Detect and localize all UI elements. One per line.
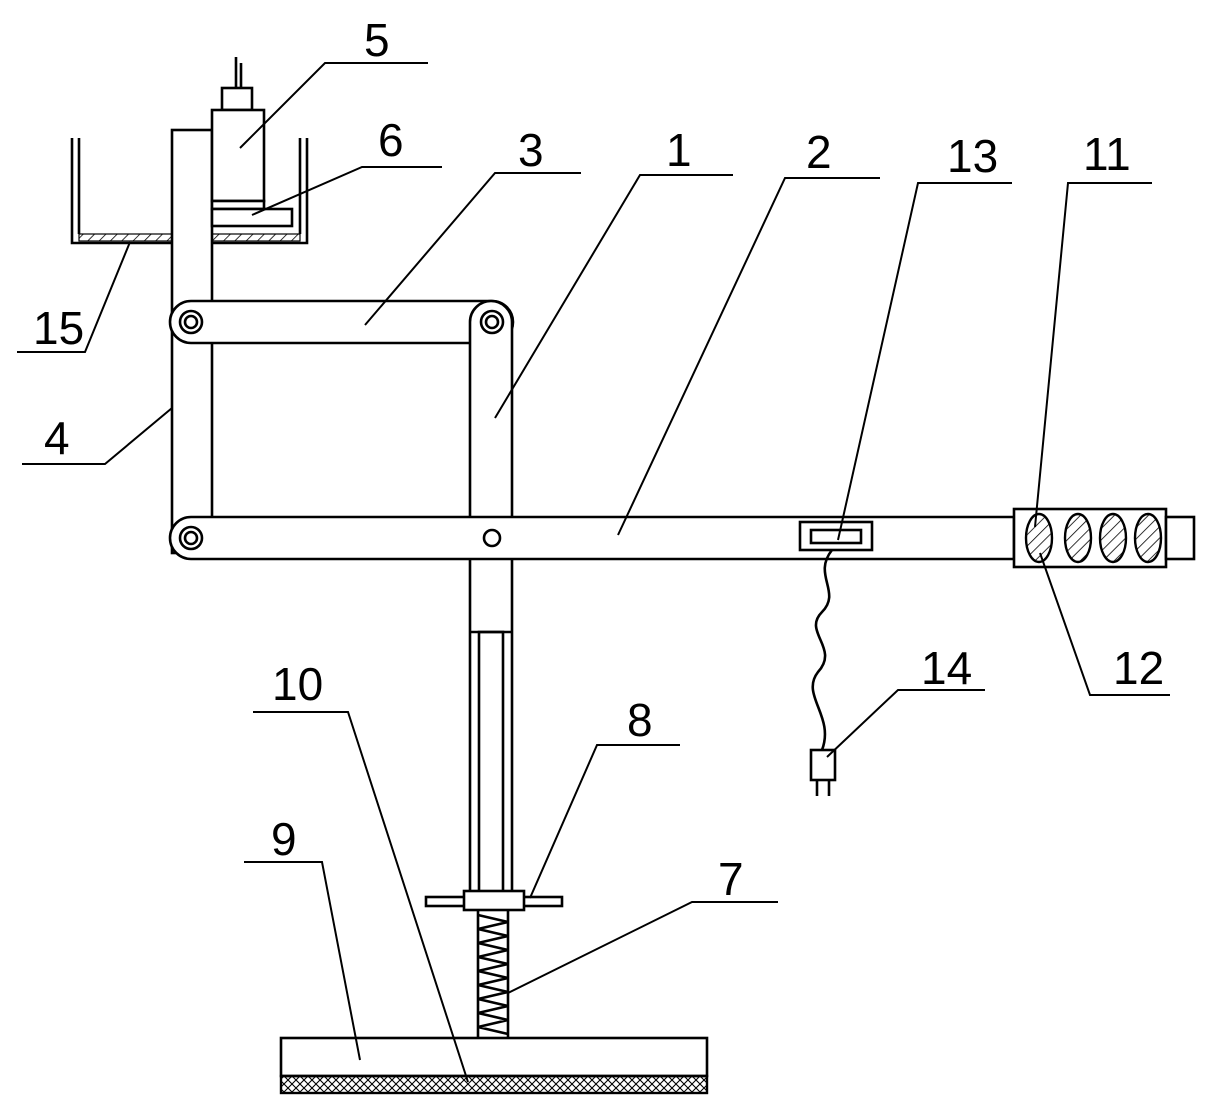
horizontal-arm	[168, 515, 1016, 561]
label-12: 12	[1113, 642, 1164, 694]
top-horizontal-link	[168, 299, 515, 345]
label-4: 4	[44, 412, 70, 464]
label-2: 2	[806, 126, 832, 178]
leader-lines	[17, 62, 1170, 1083]
label-14: 14	[921, 642, 972, 694]
handle	[1012, 507, 1196, 569]
label-11: 11	[1083, 128, 1131, 180]
label-5: 5	[364, 14, 390, 66]
motor	[210, 57, 266, 203]
label-7: 7	[718, 853, 744, 905]
label-8: 8	[627, 694, 653, 746]
label-6: 6	[378, 114, 404, 166]
label-3: 3	[518, 124, 544, 176]
main-vertical-link	[468, 299, 514, 902]
label-13: 13	[947, 130, 998, 182]
collar	[424, 889, 564, 912]
label-1: 1	[666, 124, 692, 176]
label-15: 15	[33, 302, 84, 354]
label-9: 9	[271, 813, 297, 865]
part-labels: 5 6 3 1 2 13 11 15 4 12 14 10 8 9 7	[33, 14, 1164, 905]
pivots	[178, 309, 505, 551]
cable-plug	[809, 549, 837, 796]
spring	[476, 910, 510, 1038]
base	[279, 1036, 709, 1095]
switch	[798, 520, 874, 552]
motor-mount	[210, 199, 294, 228]
label-10: 10	[272, 658, 323, 710]
